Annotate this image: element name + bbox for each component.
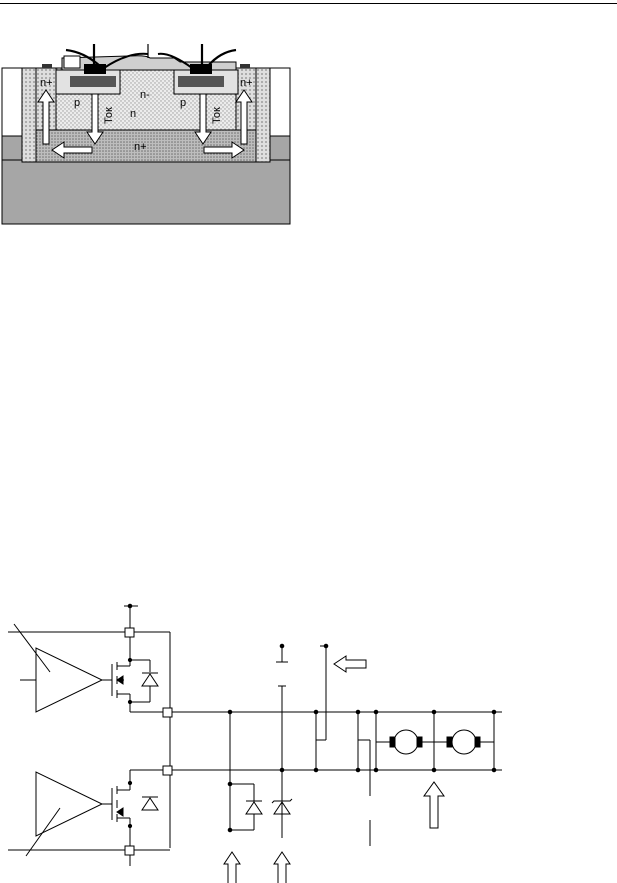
diode-icon-lower [141,796,159,811]
page-top-rule [0,3,617,4]
pin-output-lower [162,765,173,776]
arrow-left-up [37,89,55,145]
arrow-right-down [194,93,212,145]
arrow-left-down [86,93,104,145]
contact-left [84,64,106,74]
arrow-icon-input-b [273,851,291,883]
label-n-plus-bottom: n+ [134,141,147,153]
electrode-right [178,76,224,87]
left-isolation [1,135,23,161]
sinker-right [255,67,271,163]
arrow-right-up [235,89,253,145]
arrow-bottom-left [51,141,93,159]
buried-layer [35,129,257,163]
bond-wire-right-b [207,48,237,67]
pin-output-upper [162,707,173,718]
mosfet-icon-lower [111,770,133,846]
label-p-right: p [180,97,186,109]
amplifier-icon-lower [35,771,104,837]
label-current-right: Ток [211,107,223,124]
arrow-icon-input-a [223,851,241,883]
arrow-icon-load [423,781,445,829]
mosfet-icon-upper [111,657,133,712]
amplifier-icon-upper [35,647,104,713]
pin-ground-bottom [124,845,135,856]
arrow-icon-sense [333,655,367,673]
bond-wire-left-c [103,52,149,69]
circuit-diagram [8,603,502,883]
battery-icon [276,643,288,838]
label-n-minus: n- [140,89,150,101]
label-n-plus-right: n+ [240,77,253,89]
zener-diode-icon [271,767,293,815]
bond-wire-left-b [65,48,101,67]
electrode-left [70,76,116,87]
label-n-mid: n [130,108,136,120]
motor-icon-left [389,729,434,755]
substrate [1,159,291,225]
diode-icon-clamp [230,784,263,831]
sinker-left [21,67,37,163]
label-p-left: p [74,97,80,109]
right-isolation [269,135,291,161]
motor-icon-right [434,729,494,755]
label-n-plus-left: n+ [40,77,53,89]
pin-supply-top [124,627,135,638]
label-current-left: Ток [103,107,115,124]
contact-right [190,64,212,74]
bond-wire-right-c [157,52,193,69]
diode-icon-upper [130,659,159,703]
arrow-bottom-right [203,141,245,159]
